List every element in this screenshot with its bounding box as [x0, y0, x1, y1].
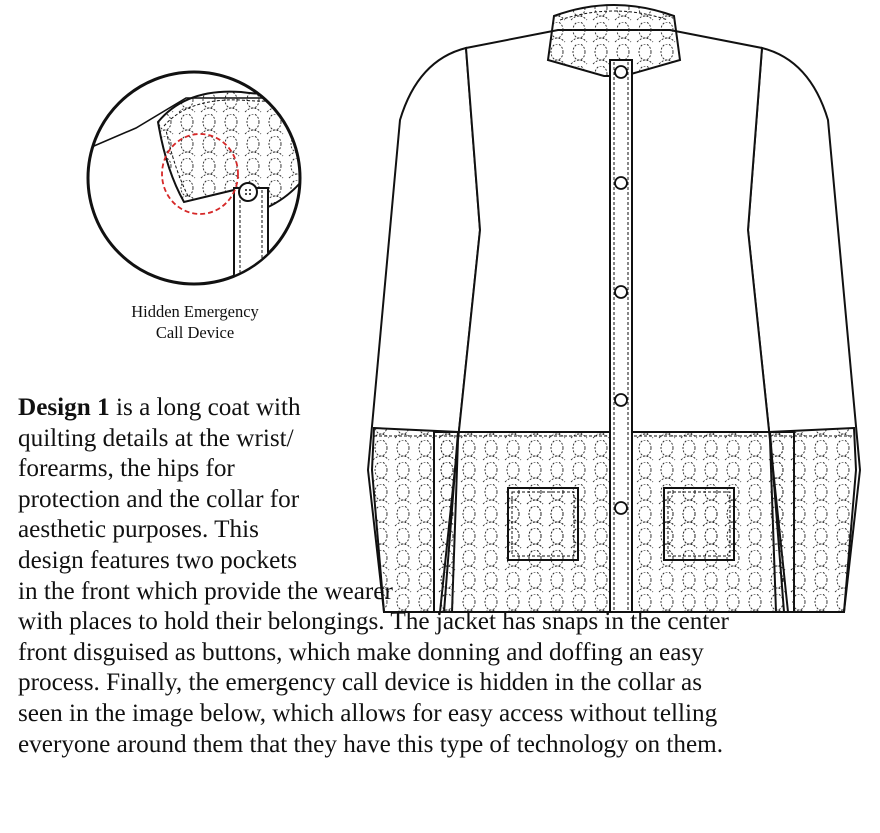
design-label: Design 1 [18, 394, 110, 421]
description-line-6: design features two pockets [18, 546, 298, 574]
left-pocket [507, 487, 579, 561]
description-line-1: Design 1 is a long coat with [18, 393, 878, 424]
detail-caption: Hidden Emergency Call Device [100, 301, 290, 343]
button-icon [614, 393, 628, 407]
description-line-3: forearms, the hips for [18, 455, 235, 483]
caption-line-1: Hidden Emergency [131, 302, 259, 321]
description-text: is a long coat with [109, 394, 301, 421]
description-line-8: with places to hold their belongings. Th… [18, 608, 729, 636]
description-line-9: front disguised as buttons, which make d… [18, 638, 704, 666]
description-line-11: seen in the image below, which allows fo… [18, 699, 718, 727]
collar-detail-illustration [86, 70, 302, 286]
description-line-2: quilting details at the wrist/ [18, 424, 294, 452]
left-cuff [370, 426, 460, 613]
description-line-7: in the front which provide the wearer [18, 577, 393, 605]
coat-front-illustration [366, 4, 862, 613]
caption-line-2: Call Device [155, 323, 235, 342]
button-icon [614, 65, 628, 79]
description-line-5: aesthetic purposes. This [18, 516, 259, 544]
design-description: Design 1 is a long coat with quilting de… [18, 393, 878, 760]
emergency-device-highlight [161, 133, 239, 215]
description-line-12: everyone around them that they have this… [18, 730, 724, 758]
button-icon [614, 501, 628, 515]
snap-buttons [614, 65, 628, 515]
button-icon [614, 285, 628, 299]
center-placket [609, 59, 633, 613]
collar [546, 4, 682, 77]
description-line-4: protection and the collar for [18, 485, 300, 513]
right-pocket [663, 487, 735, 561]
description-line-10: process. Finally, the emergency call dev… [18, 669, 703, 697]
right-cuff [768, 426, 858, 613]
button-icon [238, 182, 258, 202]
button-icon [614, 176, 628, 190]
